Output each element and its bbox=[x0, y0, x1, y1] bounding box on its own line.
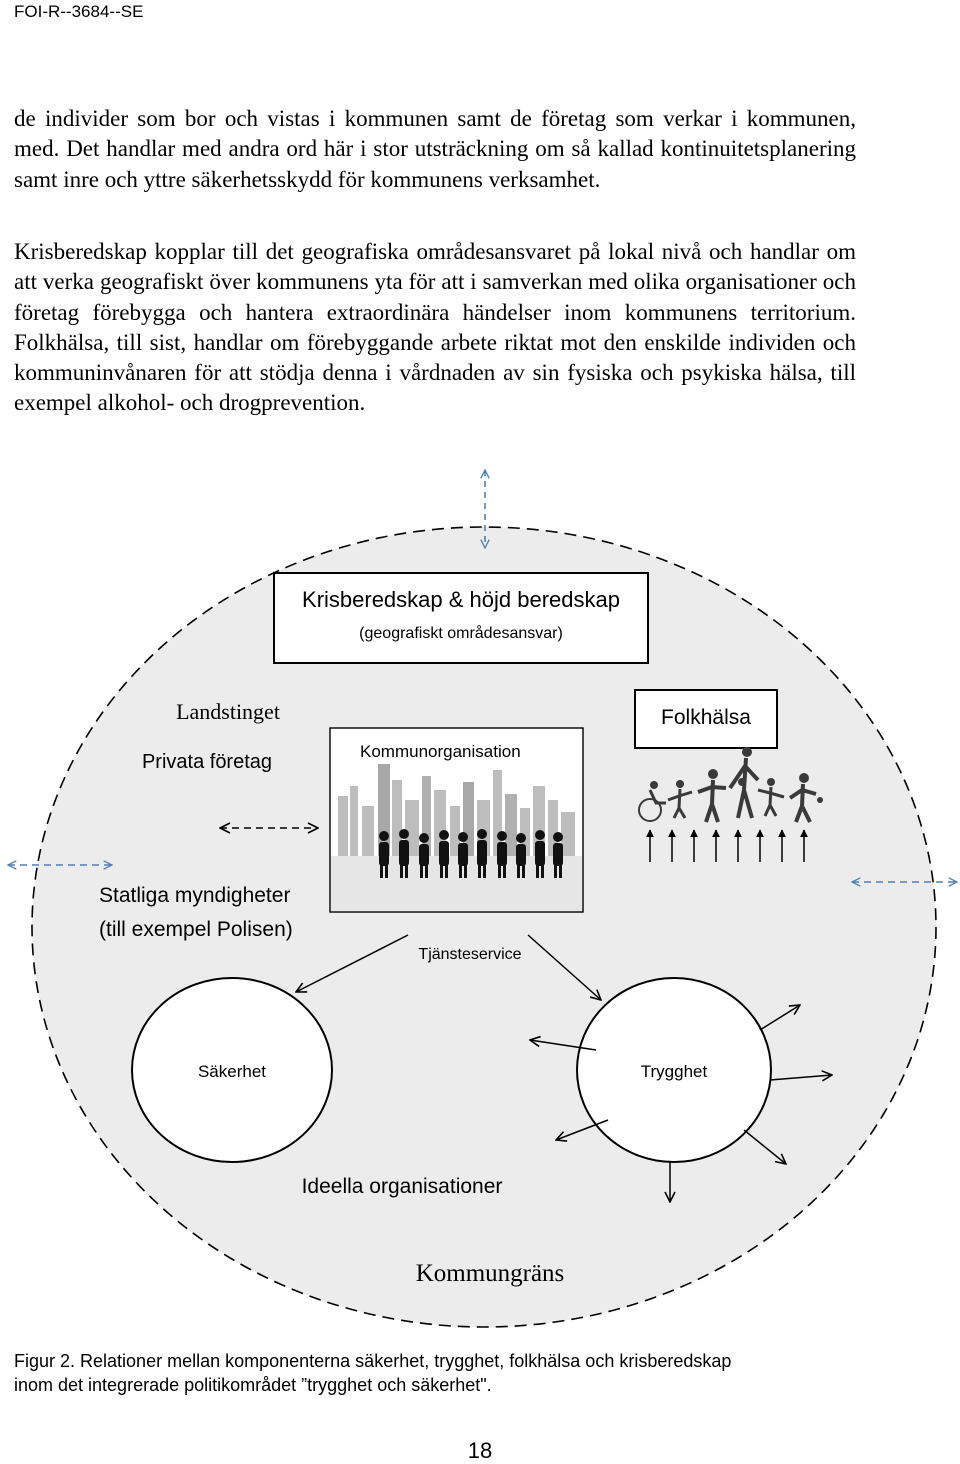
tjansteservice-label: Tjänsteservice bbox=[418, 946, 521, 963]
privata-foretag-label: Privata företag bbox=[142, 751, 272, 773]
trygghet-radiating-arrows bbox=[530, 1005, 832, 1202]
statliga-myndigheter-line2: (till exempel Polisen) bbox=[99, 918, 293, 941]
krisberedskap-title: Krisberedskap & höjd beredskap bbox=[302, 587, 620, 612]
folkhalsa-box bbox=[634, 689, 778, 749]
ideella-organisationer-label: Ideella organisationer bbox=[302, 1175, 503, 1198]
figure-caption-line2: inom det integrerade politikområdet ”try… bbox=[14, 1375, 492, 1395]
body-paragraph-2: Krisberedskap kopplar till det geografis… bbox=[14, 239, 856, 416]
kommunorganisation-box: Kommunorganisation bbox=[329, 727, 584, 913]
body-paragraph-1: de individer som bor och vistas i kommun… bbox=[14, 106, 856, 192]
arrow-to-sakerhet bbox=[296, 934, 409, 992]
figure-caption-line1: Figur 2. Relationer mellan komponenterna… bbox=[14, 1351, 732, 1371]
folkhalsa-arrows bbox=[646, 829, 808, 862]
trygghet-circle bbox=[576, 977, 772, 1163]
report-id: FOI-R--3684--SE bbox=[14, 2, 144, 21]
krisberedskap-box bbox=[273, 572, 649, 664]
page-number: 18 bbox=[467, 1438, 493, 1463]
sakerhet-circle bbox=[131, 977, 333, 1163]
folkhalsa-label: Folkhälsa bbox=[661, 706, 751, 729]
family-silhouettes bbox=[638, 747, 823, 823]
people-silhouettes bbox=[379, 829, 563, 878]
landstinget-label: Landstinget bbox=[176, 699, 280, 724]
arrow-to-trygghet bbox=[527, 934, 601, 1000]
relations-diagram: Krisberedskap & höjd beredskap (geografi… bbox=[0, 450, 960, 1328]
figure-caption: Figur 2. Relationer mellan komponenterna… bbox=[14, 1349, 914, 1397]
statliga-myndigheter-line1: Statliga myndigheter bbox=[99, 884, 290, 907]
trygghet-label: Trygghet bbox=[641, 1062, 708, 1081]
sakerhet-label: Säkerhet bbox=[198, 1062, 266, 1081]
kommungrans-label: Kommungräns bbox=[416, 1260, 565, 1287]
krisberedskap-subtitle: (geografiskt områdesansvar) bbox=[359, 624, 563, 642]
kommunorganisation-label: Kommunorganisation bbox=[360, 742, 521, 761]
